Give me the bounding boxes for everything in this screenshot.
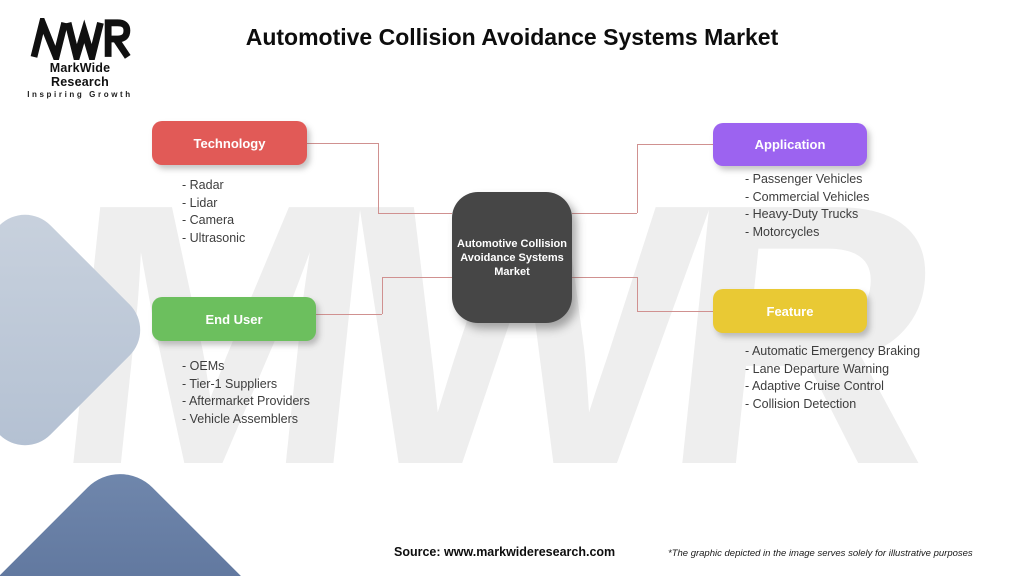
logo-tagline: Inspiring Growth: [27, 90, 133, 99]
connector-end-user-h2: [382, 277, 452, 278]
connector-application-v: [637, 144, 638, 213]
list-item: - Heavy-Duty Trucks: [745, 207, 859, 221]
feature-node-label: Feature: [766, 303, 814, 319]
list-item: - Radar: [182, 178, 224, 192]
connector-application-h2: [637, 144, 713, 145]
mwr-logo-icon: [30, 18, 131, 60]
list-item: - Automatic Emergency Braking: [745, 344, 921, 358]
connector-feature-h2: [637, 311, 713, 312]
list-item: - Ultrasonic: [182, 230, 246, 245]
connector-feature-v: [637, 277, 638, 311]
connector-technology-v: [378, 143, 379, 213]
markwide-research-logo: MarkWide Research Inspiring Growth: [20, 18, 140, 99]
end-user-node-label: End User: [205, 311, 263, 327]
center-node-line: Avoidance Systems: [460, 251, 564, 264]
list-item: - OEMs: [182, 359, 225, 373]
application-list: - Passenger Vehicles - Commercial Vehicl…: [745, 171, 869, 241]
list-item: - Adaptive Cruise Control: [745, 379, 884, 393]
list-item: - Passenger Vehicles: [745, 172, 863, 186]
center-node-market: Automotive Collision Avoidance Systems M…: [452, 192, 572, 323]
list-item: - Lane Departure Warning: [745, 361, 890, 376]
connector-technology-h2: [378, 213, 452, 214]
end-user-node: End User: [152, 297, 316, 341]
list-item: - Collision Detection: [745, 396, 857, 411]
list-item: - Tier-1 Suppliers: [182, 376, 278, 391]
list-item: - Lidar: [182, 195, 218, 210]
feature-node: Feature: [713, 289, 867, 333]
page-title: Automotive Collision Avoidance Systems M…: [245, 24, 779, 50]
list-item: - Aftermarket Providers: [182, 394, 310, 408]
end-user-list: - OEMs - Tier-1 Suppliers - Aftermarket …: [182, 358, 310, 428]
feature-list: - Automatic Emergency Braking - Lane Dep…: [745, 343, 920, 413]
connector-end-user-v: [382, 277, 383, 314]
list-item: - Motorcycles: [745, 224, 820, 239]
source-text: Source: www.markwideresearch.com: [394, 545, 616, 559]
connector-application-h1: [572, 213, 637, 214]
list-item: - Commercial Vehicles: [745, 189, 870, 204]
technology-node-label: Technology: [193, 135, 266, 151]
disclaimer-text: *The graphic depicted in the image serve…: [668, 548, 973, 559]
list-item: - Vehicle Assemblers: [182, 411, 299, 426]
center-node-line: Automotive Collision: [457, 237, 567, 250]
connector-end-user-h1: [316, 314, 382, 315]
list-item: - Camera: [182, 213, 235, 227]
connector-technology-h1: [307, 143, 378, 144]
connector-feature-h1: [572, 277, 637, 278]
center-node-line: Market: [494, 265, 530, 278]
logo-company-name: MarkWide Research: [49, 61, 111, 89]
application-node: Application: [713, 123, 867, 166]
application-node-label: Application: [754, 137, 826, 152]
technology-node: Technology: [152, 121, 307, 165]
technology-list: - Radar - Lidar - Camera - Ultrasonic: [182, 177, 245, 247]
